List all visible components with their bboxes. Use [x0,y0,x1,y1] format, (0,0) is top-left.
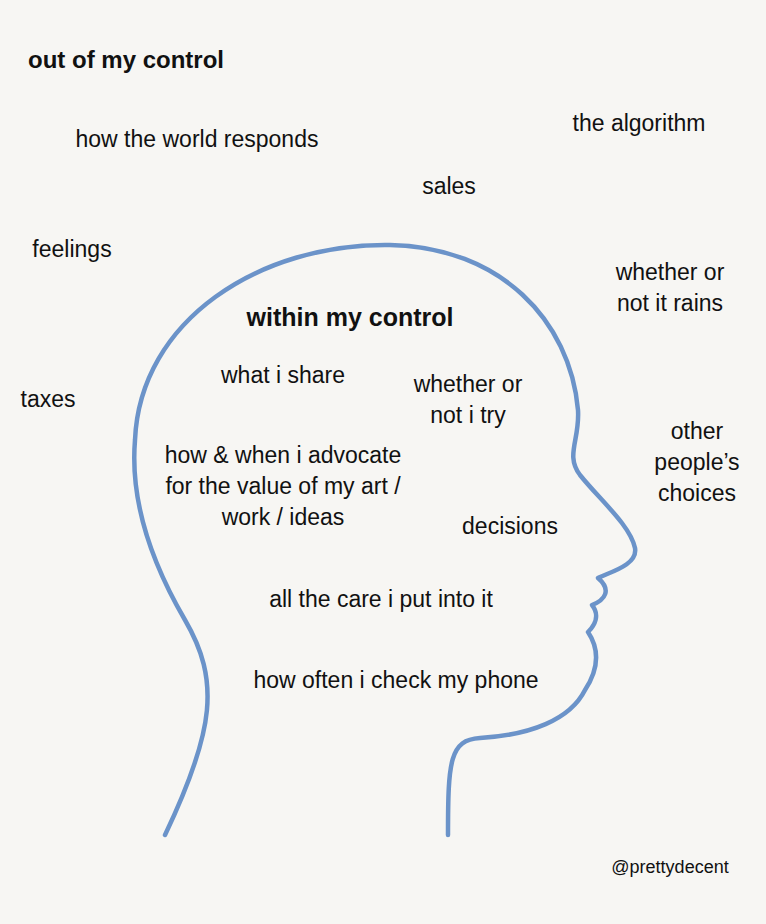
control-item: all the care i put into it [269,584,493,615]
region-heading: within my control [247,301,454,335]
outside-item: sales [422,171,476,202]
outside-item: feelings [32,234,111,265]
outside-item: other people’s choices [642,416,752,509]
control-item: how often i check my phone [253,665,538,696]
outside-item: taxes [21,384,76,415]
control-item: whether or not i try [402,369,534,431]
outside-item: whether or not it rains [602,257,738,319]
control-item: what i share [221,360,345,391]
watermark: @prettydecent [611,855,728,879]
outside-item: the algorithm [573,108,706,139]
head-region: within my control what i share whether or … [120,236,650,840]
region-heading: out of my control [28,44,224,76]
control-item: how & when i advocate for the value of m… [152,440,414,533]
outside-item: how the world responds [76,124,319,155]
control-item: decisions [462,511,558,542]
head-outline [134,245,635,835]
